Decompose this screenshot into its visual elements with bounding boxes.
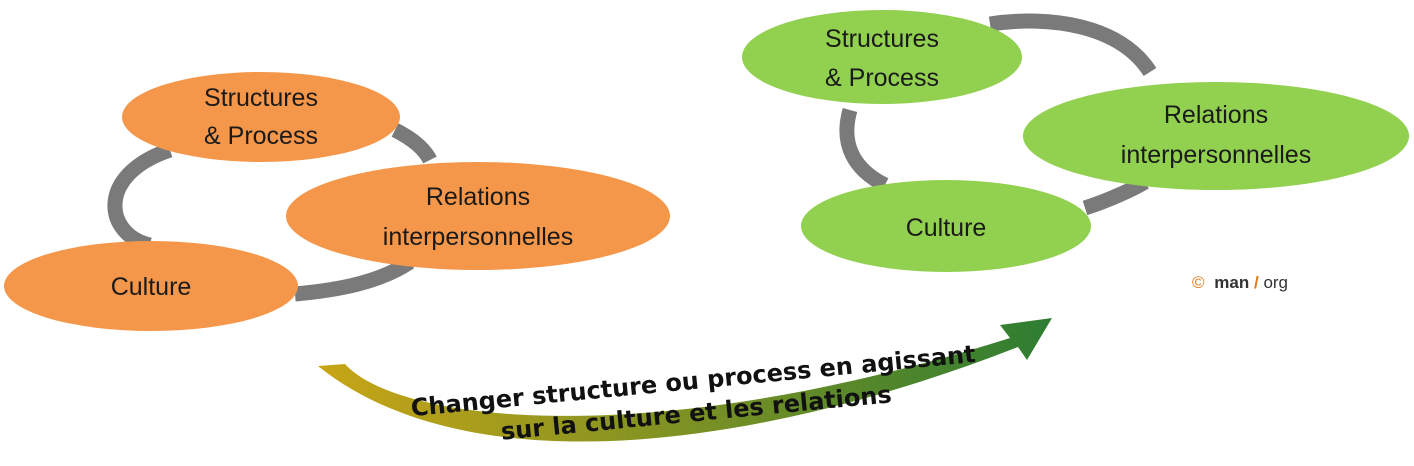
right-relations-label-line1: Relations: [1164, 101, 1268, 129]
left-structures-label-line1: Structures: [204, 84, 318, 112]
right-relations-label-line2: interpersonnelles: [1121, 141, 1311, 169]
left-relations-ellipse: [286, 162, 670, 270]
brand-name-part1: man: [1214, 273, 1249, 292]
right-structures-label-line2: & Process: [825, 64, 939, 92]
left-structures-ellipse: [122, 72, 400, 162]
left-culture-label: Culture: [111, 273, 192, 301]
brand-slash: /: [1254, 273, 1259, 292]
left-relations-label-line2: interpersonnelles: [383, 223, 573, 251]
left-structures-label-line2: & Process: [204, 122, 318, 150]
right-structures-label-line1: Structures: [825, 25, 939, 53]
right-relations-ellipse: [1023, 82, 1409, 190]
right-culture-ellipse: [801, 180, 1091, 272]
curved-arrow-shape: [318, 318, 1052, 442]
right-structures-ellipse: [742, 10, 1022, 104]
copyright-mark: © man / org: [1192, 273, 1288, 292]
left-cycle-diagram: Structures & Process Relations interpers…: [4, 72, 670, 331]
transformation-arrow: Changer structure ou process en agissant…: [318, 318, 1052, 446]
right-culture-label: Culture: [906, 214, 987, 242]
copyright-symbol: ©: [1192, 273, 1205, 292]
left-cycle-ring: [107, 123, 437, 302]
left-culture-ellipse: [4, 241, 298, 331]
brand-name-part2: org: [1263, 273, 1288, 292]
right-cycle-diagram: Structures & Process Relations interpers…: [742, 10, 1409, 292]
left-relations-label-line1: Relations: [426, 183, 530, 211]
